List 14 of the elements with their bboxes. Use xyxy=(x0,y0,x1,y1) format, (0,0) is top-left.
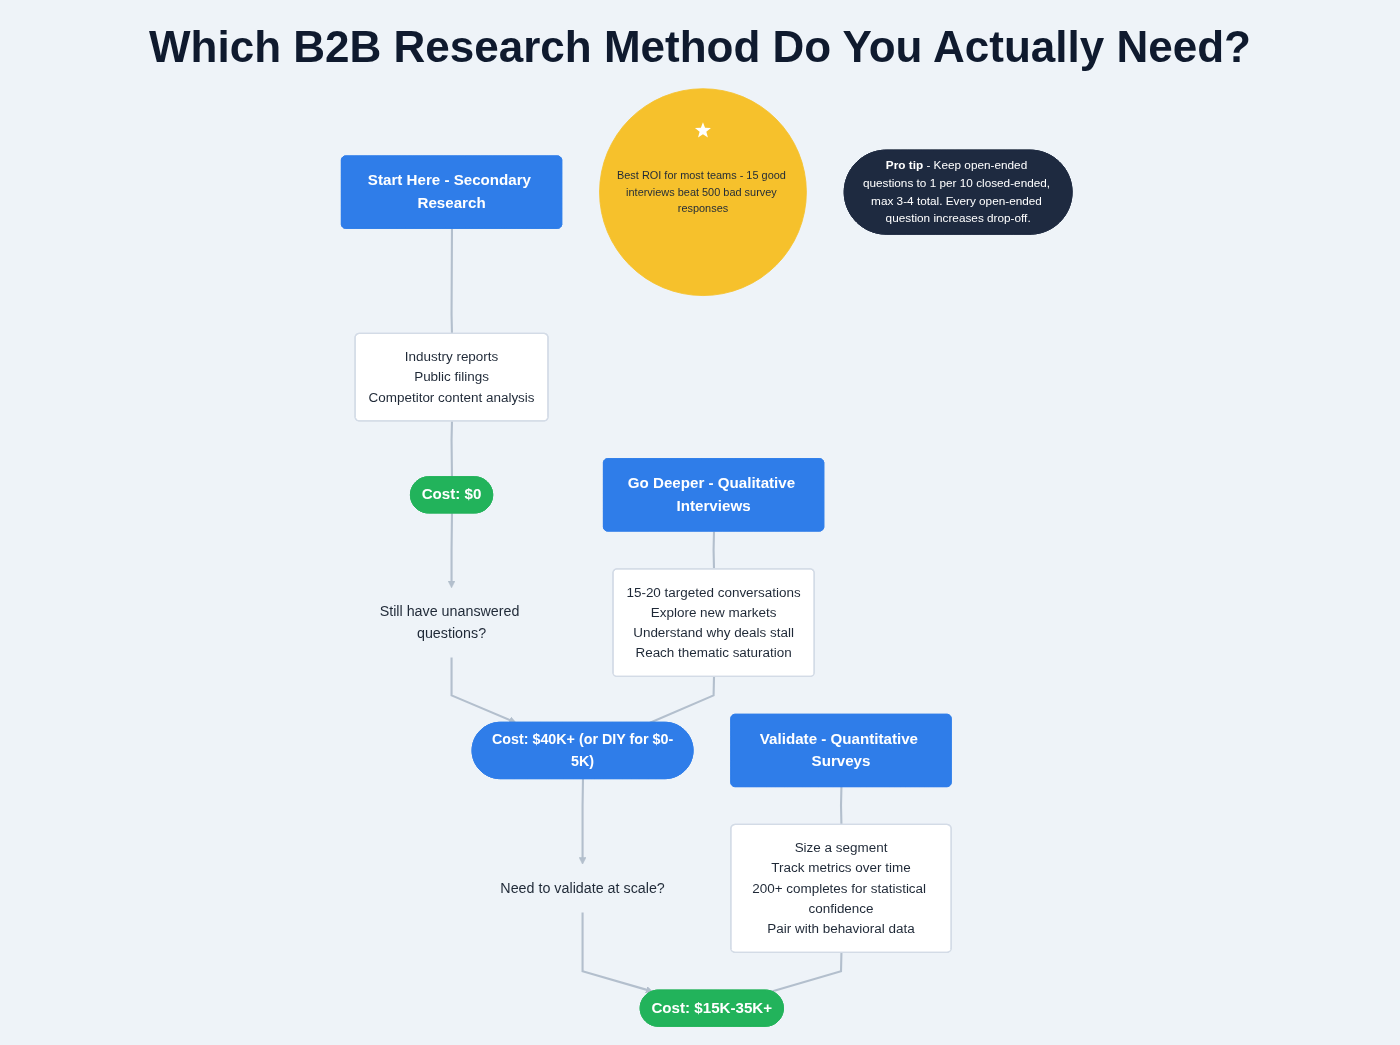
connector xyxy=(839,787,843,825)
connector xyxy=(450,228,453,334)
connector xyxy=(450,421,453,478)
title: Which B2B Research Method Do You Actually Need? xyxy=(149,22,1251,72)
arrow xyxy=(581,912,653,994)
arrow xyxy=(447,513,456,589)
arrow xyxy=(450,657,517,724)
arrow xyxy=(578,779,587,865)
node-text: Need to validate at scale? xyxy=(500,880,665,897)
node-text: Still have unanswered questions? xyxy=(379,603,520,642)
connector xyxy=(712,531,716,570)
node-circle: Best ROI for most teams - 15 good interviews beat 500 bad survey responses xyxy=(599,88,807,296)
connector xyxy=(649,676,716,724)
connector xyxy=(771,952,843,993)
